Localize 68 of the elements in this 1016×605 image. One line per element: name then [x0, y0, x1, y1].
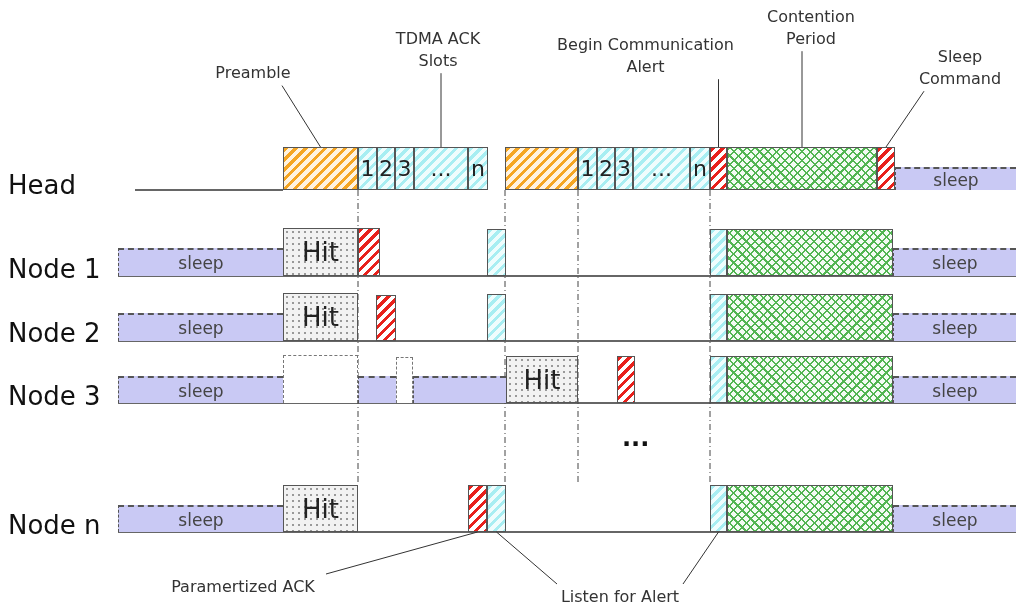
contention-block	[727, 147, 877, 190]
ack-block	[617, 356, 635, 403]
listen-block	[710, 229, 727, 276]
sleep-block: sleep	[118, 248, 283, 276]
sleep-block: sleep	[118, 505, 283, 532]
leader-line	[440, 72, 442, 148]
row-label: Node 2	[8, 318, 101, 348]
contention-block	[727, 294, 893, 341]
contention-block	[727, 485, 893, 532]
listen-block	[710, 485, 727, 532]
ack-slot: 3	[395, 147, 414, 190]
callout-label: Listen for Alert	[545, 586, 695, 605]
sleep-block: sleep	[893, 313, 1016, 341]
listen-block	[710, 294, 727, 341]
preamble-block	[283, 147, 358, 190]
hit-block: Hit	[283, 485, 358, 532]
hit-block: Hit	[283, 293, 358, 341]
ack-slot: 3	[615, 147, 633, 190]
idle-outline	[283, 355, 358, 403]
ack-slot: 2	[597, 147, 615, 190]
sleep-block: sleep	[893, 505, 1016, 532]
sleep-block: sleep	[895, 167, 1016, 190]
hit-block: Hit	[283, 228, 358, 276]
callout-label: Paramertized ACK	[148, 576, 338, 598]
ellipsis: ...	[622, 424, 650, 452]
contention-block	[727, 356, 893, 403]
row-label: Node 3	[8, 381, 101, 411]
ack-block	[877, 147, 895, 190]
listen-block	[487, 294, 506, 341]
hit-block: Hit	[506, 356, 578, 403]
ack-block	[710, 147, 727, 190]
preamble-block	[505, 147, 578, 190]
ack-block	[358, 228, 380, 276]
sleep-block: sleep	[893, 376, 1016, 403]
ack-block	[376, 295, 396, 341]
ack-slot: n	[468, 147, 488, 190]
leader-line	[325, 531, 478, 575]
leader-line	[885, 90, 925, 148]
ack-slot: 1	[578, 147, 597, 190]
callout-label: Contention Period	[758, 6, 864, 50]
sleep-block	[413, 376, 506, 403]
callout-label: Begin Communication Alert	[538, 34, 753, 78]
callout-label: Preamble	[212, 62, 294, 84]
listen-block	[487, 485, 506, 532]
ack-slot: 2	[377, 147, 395, 190]
ack-slot: 1	[358, 147, 377, 190]
sleep-block: sleep	[118, 313, 283, 341]
ack-slot: ...	[414, 147, 468, 190]
listen-block	[710, 356, 727, 403]
sleep-block: sleep	[893, 248, 1016, 276]
sleep-block	[358, 376, 396, 403]
leader-line	[801, 50, 803, 148]
row-label: Node n	[8, 510, 101, 540]
leader-line	[281, 85, 321, 148]
row-label: Head	[8, 170, 76, 200]
leader-line	[496, 531, 558, 585]
listen-block	[487, 229, 506, 276]
ack-slot: ...	[633, 147, 690, 190]
sleep-block: sleep	[118, 376, 283, 403]
leader-line	[718, 78, 719, 148]
leader-line	[682, 531, 719, 585]
row-label: Node 1	[8, 254, 101, 284]
callout-label: TDMA ACK Slots	[388, 28, 488, 72]
ack-block	[468, 485, 487, 532]
callout-label: Sleep Command	[912, 46, 1008, 90]
contention-block	[727, 229, 893, 276]
idle-outline	[396, 357, 413, 403]
ack-slot: n	[690, 147, 710, 190]
